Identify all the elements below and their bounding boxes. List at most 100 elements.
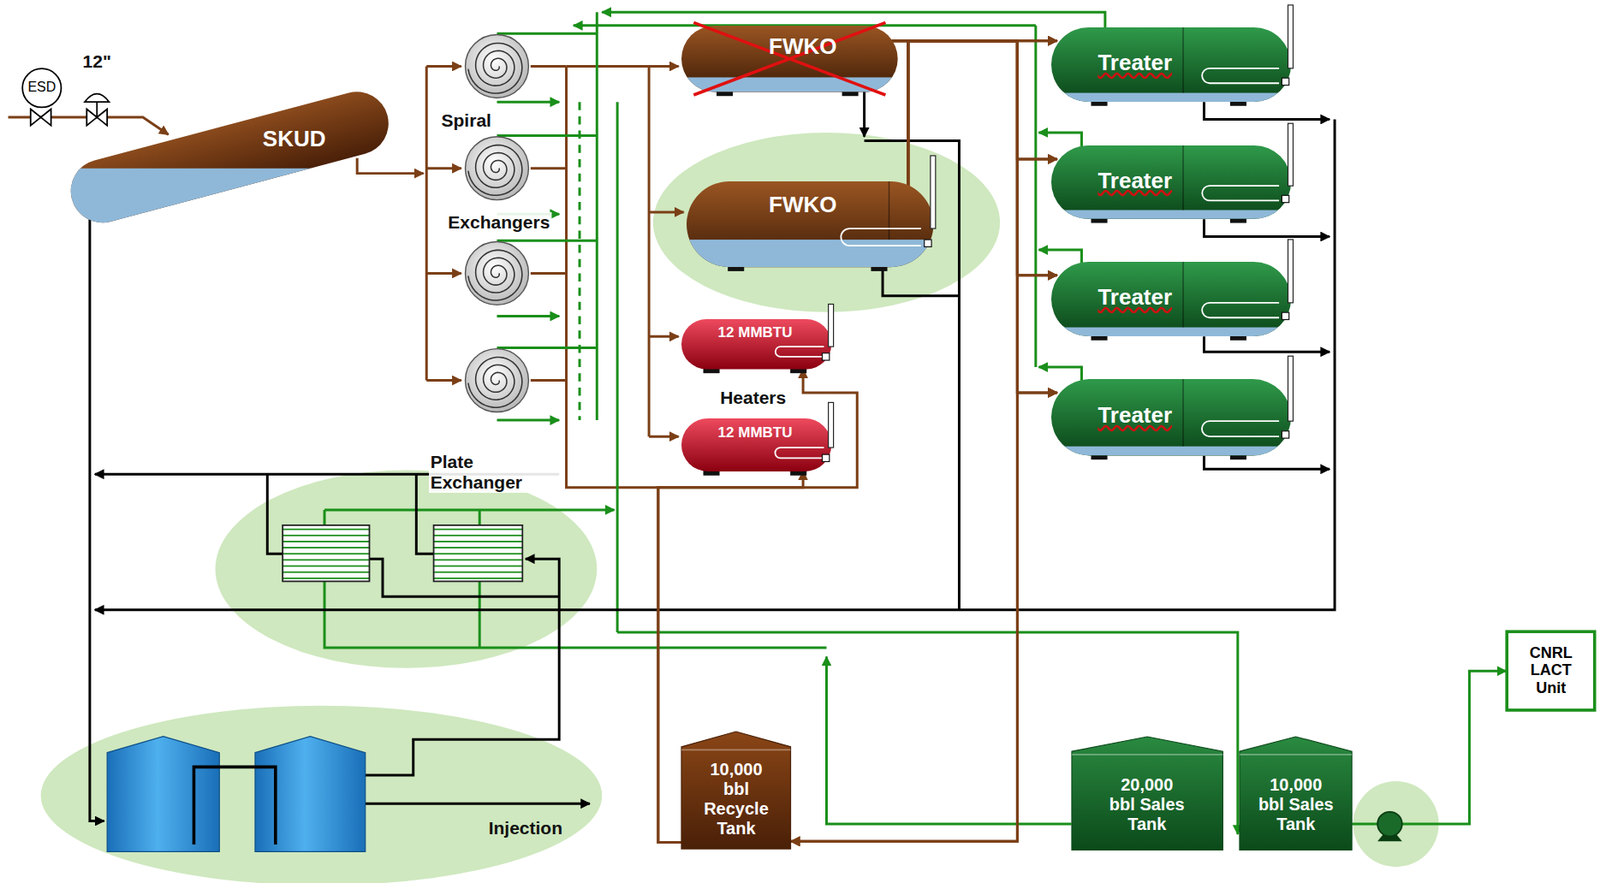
vessel-shape [1281,312,1289,320]
highlight-ellipse [41,706,603,883]
node-label: FWKO [768,34,837,60]
valve-symbol [95,101,98,118]
node-label: 12 MMBTU [718,424,793,442]
sales-oil-pipe [1034,25,1037,368]
oil-pipe [426,379,462,382]
water-pipe [365,802,590,806]
vessel-shape [1201,186,1279,202]
treater-vessel: Treater [1051,145,1291,220]
vessel-shape [686,239,934,268]
vessel-shape [1051,379,1291,456]
node-text-box: ESD [27,79,56,96]
node-label: CNRL LACT Unit [1523,644,1579,698]
node-text-box: SKUD [262,126,327,153]
heater-vessel: 12 MMBTU [681,319,832,369]
oil-pipe [8,65,685,488]
vessel-shape [1281,77,1289,85]
treater-vessel: Treater [1051,379,1291,456]
oil-pipe [8,117,169,135]
spiral-coil [468,42,523,94]
highlight-ellipse [41,132,1440,883]
sales-oil-pipe [496,315,560,318]
node-label: ESD [27,79,56,96]
node-outline [63,89,399,225]
vessel-shape [1287,356,1293,423]
sales-oil-pipe [496,33,597,348]
vessel-shape [1051,261,1291,337]
vessel-shape [841,228,922,246]
sales-oil-pipe [1038,132,1082,150]
vessel-shape [681,749,792,751]
sales-oil-pipe [324,508,615,512]
part-label: 12" [81,50,114,72]
node-label: 20,000 bbl Sales Tank [1107,774,1187,834]
lact-unit: CNRL LACT Unit [1505,630,1596,712]
tank-connector-pipe [193,767,275,845]
vessel-shape [681,25,899,92]
oil-pipe [566,65,659,488]
water-pipe [89,219,105,821]
plate-exchanger [282,525,523,583]
process-illustration [8,11,1440,883]
water-pipe [882,267,959,296]
water-tank [255,737,366,853]
node-label: Treater [1097,168,1172,195]
pipe-connector [892,39,1058,42]
highlight-ellipse [215,469,598,668]
node-text-box: Treater [1097,285,1172,311]
vessel-shape [1051,27,1291,102]
vessel-shape [1051,145,1291,220]
sales-tank: 10,000 bbl Sales Tank [1239,737,1352,851]
heater-vessel: 12 MMBTU [681,418,832,472]
node-label: Treater [1097,285,1172,311]
vessel-shape [1051,327,1291,337]
water-tank [107,737,366,853]
pump-symbol [1377,812,1403,843]
vessel-shape [828,304,834,348]
oil-pipe [426,272,462,275]
oil-pipe [648,65,651,437]
node-label: 10,000 bbl Recycle Tank [697,760,775,839]
vessel-shape [828,402,834,448]
plate-exchanger [434,525,524,583]
oil-pipe [648,335,679,339]
vessel-shape [1182,145,1184,211]
sales-oil-pipe [324,581,827,648]
vessel-shape [1507,631,1596,711]
pipe-connector [892,41,1058,160]
sales-oil-pipe [324,510,480,526]
oil-pipe [356,158,423,174]
node-text-box: Treater [1097,403,1172,429]
sales-oil-pipe [1038,249,1082,267]
vessel-shape [686,181,934,268]
fwko-vessel: FWKO [686,181,934,268]
node-label: Treater [1097,50,1172,77]
vessel-shape [681,418,832,472]
plate-exchanger [282,525,369,583]
valve-symbol [30,109,52,126]
spiral-coil [468,145,523,197]
part-label: Exchangers [446,212,552,233]
water-pipe [1204,101,1331,119]
node-text-box: FWKO [768,192,837,219]
vessel-shape [930,155,936,229]
sales-oil-pipe [578,101,582,421]
sales-oil-pipe [496,419,560,423]
water-tank [107,737,220,853]
pump-symbol [1377,812,1403,838]
water-pipe [267,474,434,554]
vessel-shape [1281,431,1289,439]
node-label: 10,000 bbl Sales Tank [1256,774,1336,834]
water-pipe [89,91,1335,821]
sales-oil-pipe [1038,367,1082,384]
part-label: Plate Exchanger [428,452,566,494]
vessel-shape [1287,124,1293,187]
water-pipe [365,559,560,776]
spiral-exchanger [465,136,530,201]
pipe-connector [908,41,1058,276]
water-pipe [95,118,1335,610]
water-pipe [1204,219,1331,237]
vessel-shape [1182,27,1184,94]
